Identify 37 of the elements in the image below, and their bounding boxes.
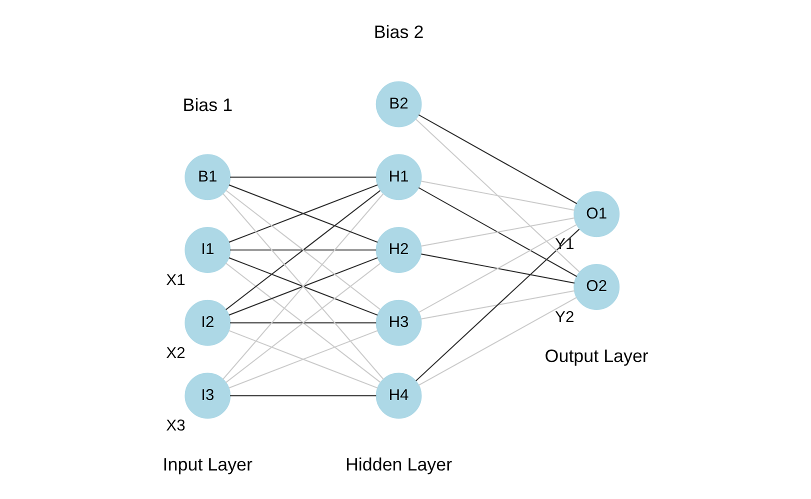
label: Bias 2	[374, 21, 424, 42]
connector	[418, 224, 577, 312]
connector	[418, 296, 577, 386]
node-label: X2	[166, 344, 186, 362]
connector	[421, 216, 575, 246]
connector	[228, 330, 378, 388]
connector	[228, 256, 378, 316]
node-circle: H4	[376, 372, 422, 418]
label: Hidden Layer	[345, 454, 452, 474]
node-circle: I2	[184, 299, 231, 346]
node-circle: H2	[376, 226, 422, 272]
connector	[416, 118, 580, 272]
node-label: X1	[166, 271, 186, 288]
node-circle: H3	[376, 299, 422, 346]
node-circle: B1	[184, 154, 231, 200]
connector	[421, 252, 575, 284]
node-circle: O2	[574, 264, 620, 310]
connector	[230, 322, 376, 323]
connector	[230, 394, 376, 396]
node-label: Y2	[555, 308, 574, 326]
node-circle: B2	[376, 80, 422, 127]
connector	[418, 186, 578, 276]
connector	[421, 290, 575, 319]
connector	[228, 184, 378, 242]
node-label: X3	[166, 417, 186, 434]
node-circle: H1	[376, 154, 422, 200]
connector	[421, 180, 575, 210]
node-circle: I3	[184, 372, 231, 418]
node-circle: I1	[184, 226, 231, 272]
label: Bias 1	[182, 94, 233, 114]
connector	[418, 114, 578, 204]
connector	[230, 248, 376, 250]
label: Output Layer	[544, 345, 648, 366]
connector	[416, 228, 580, 381]
connector	[230, 176, 376, 178]
label: Input Layer	[162, 454, 252, 474]
node-circle: O1	[574, 190, 620, 237]
